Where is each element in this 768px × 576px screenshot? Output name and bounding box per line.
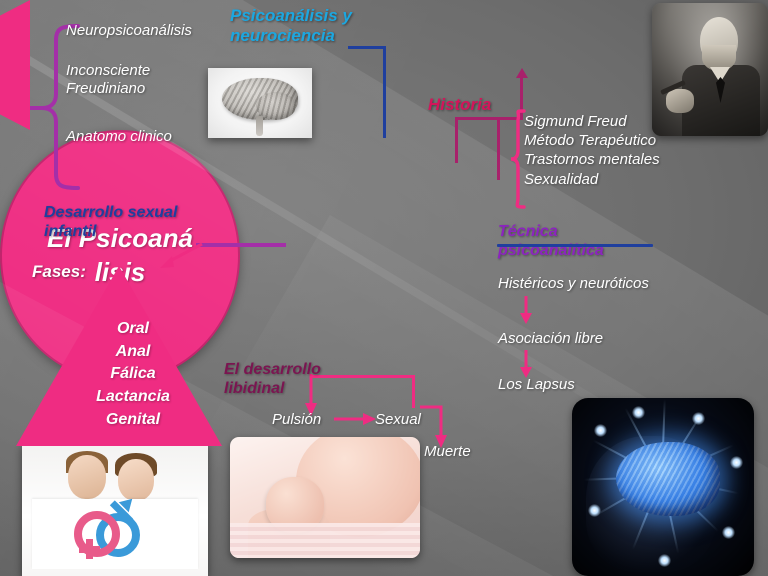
libidinal-connector-horizontal [310,375,415,378]
historia-connector-vertical-lower [497,118,500,180]
central-node[interactable]: El Psicoanálisis [0,130,240,382]
tecnica-arrow-2 [520,350,532,378]
historia-arrow-head [516,68,528,78]
tecnica-branch-heading: Técnica psicoanalítica [498,223,604,260]
child-girl-face [118,459,154,501]
phases-triangle[interactable]: Oral Anal Fálica Lactancia Genital [16,266,222,446]
glowing-brain-shape [616,442,720,516]
portrait-tie [716,77,725,103]
desarrollo-sexual-infantil-heading: Desarrollo sexual infantil [44,204,178,241]
tecnica-step-histericos-neuroticos: Histéricos y neuróticos [498,275,649,292]
female-symbol-icon [74,511,120,557]
neural-spark [632,406,645,419]
neural-brain-image [572,398,754,576]
neuroscience-connector-vertical [383,46,386,138]
neural-spark [594,424,607,437]
neural-spark [722,526,735,539]
central-node-title: El Psicoanálisis [47,223,193,287]
fases-label: Fases: [32,262,86,281]
historia-items-list: Sigmund Freud Método Terapéutico Trastor… [524,113,660,188]
neuroscience-branch-heading: Psicoanálisis y neurociencia [230,6,352,46]
portrait-beard [702,45,736,71]
historia-arrow-join [497,117,523,120]
child-development-arrow [160,242,203,268]
portrait-hand [666,89,694,113]
desarrollo-libidinal-heading: El desarrollo libidinal [224,361,321,398]
historia-connector-stub [455,117,458,163]
neural-spark [730,456,743,469]
tecnica-arrow-1 [520,296,532,324]
historia-connector-horizontal [455,117,500,120]
tecnica-step-asociacion-libre: Asociación libre [498,330,604,347]
pink-corner-wedge [0,0,30,130]
brain-cerebellum-shape [256,92,296,120]
female-symbol-cross-horizontal [79,546,100,553]
libidinal-flow-sexual: Sexual [375,411,421,428]
libidinal-connector-vertical [412,376,415,408]
neural-spark [588,504,601,517]
neuroscience-connector-horizontal [348,46,386,49]
brain-stem-shape [256,116,263,136]
neuroscience-item-anatomo-clinico: Anatomo clinico [66,128,172,145]
baby-image [230,437,420,558]
baby-clothing [230,523,420,558]
child-boy-face [68,455,106,499]
tecnica-step-los-lapsus: Los Lapsus [498,376,575,393]
neuroscience-item-inconsciente-freudiniano: Inconsciente Freudiniano [66,62,151,98]
neuroscience-brace [22,24,80,190]
phases-list: Oral Anal Fálica Lactancia Genital [96,320,170,428]
tecnica-heading-underline [497,244,653,247]
libidinal-flow-muerte: Muerte [424,443,471,460]
children-gender-symbols-image [22,443,208,576]
child-development-connector [196,243,286,247]
neural-spark [692,412,705,425]
historia-items-brace [510,109,526,209]
neuroscience-item-neuropsicoanalisis: Neuropsicoanálisis [66,22,192,39]
freud-portrait-image [652,3,768,136]
sexual-to-muerte-arrow [420,405,447,448]
libidinal-flow-pulsion: Pulsión [272,411,322,428]
historia-arrow-stem [520,78,523,120]
neural-spark [658,554,671,567]
brain-anatomy-image [208,68,312,138]
historia-branch-heading: Historia [428,95,492,114]
pulsion-to-sexual-arrow [334,413,376,425]
libidinal-arrow-down [305,374,317,416]
